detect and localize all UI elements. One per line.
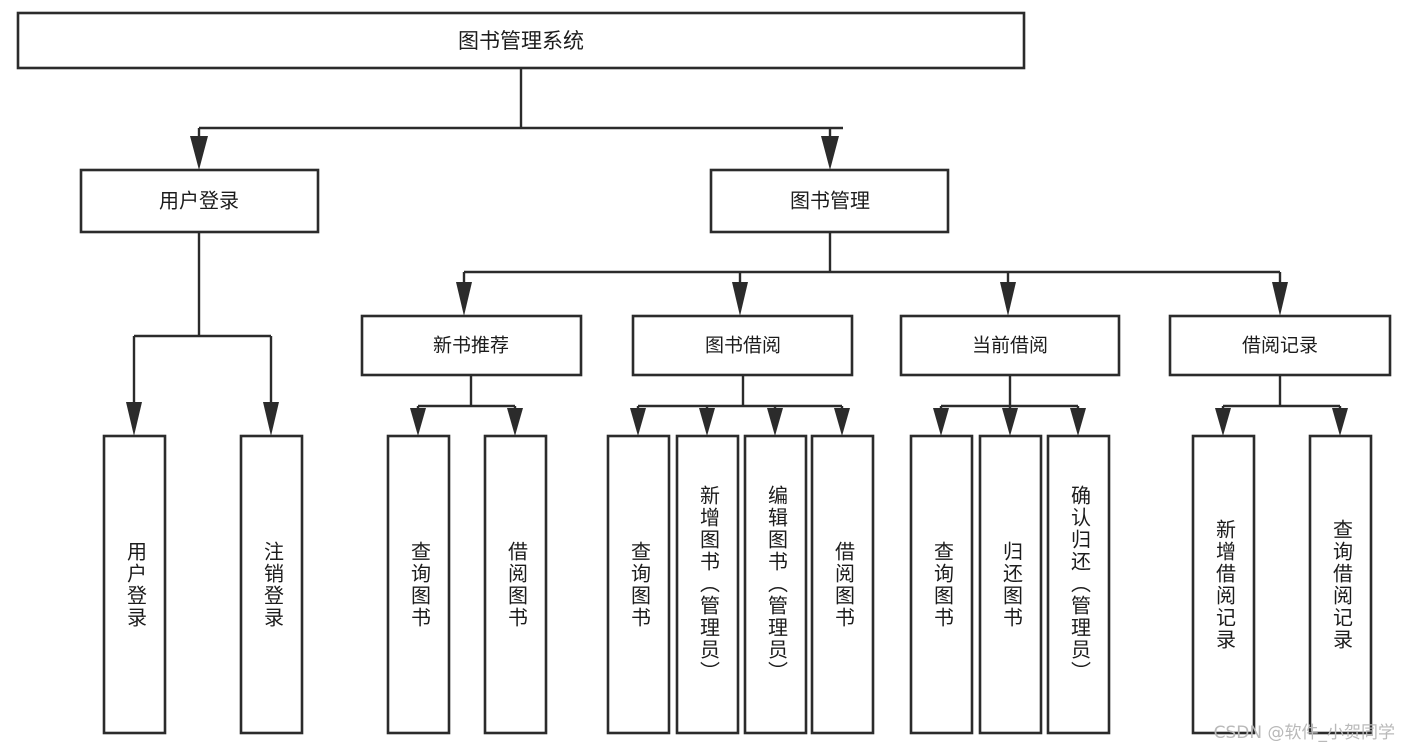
- node-leaf-add-record[interactable]: 新增借阅记录: [1191, 434, 1256, 735]
- arrowhead-borrow-record: [1272, 282, 1288, 316]
- node-borrow-record-box[interactable]: [1168, 314, 1392, 377]
- node-leaf-query-book-3-box[interactable]: [909, 434, 974, 735]
- node-book-management-box[interactable]: [709, 168, 950, 234]
- node-leaf-borrow-book-1-box[interactable]: [483, 434, 548, 735]
- node-borrow-record-label: 借阅记录: [1242, 335, 1318, 357]
- node-leaf-add-book-box[interactable]: [675, 434, 740, 735]
- node-leaf-query-book-2-label: 查询图书: [628, 541, 652, 629]
- connector-group-borrow-record: [1215, 375, 1348, 436]
- node-book-borrow[interactable]: 图书借阅: [631, 314, 854, 377]
- node-leaf-user-login-box[interactable]: [102, 434, 167, 735]
- node-leaf-add-book-label: 新增图书（管理员）: [697, 485, 721, 683]
- node-user-login-box[interactable]: [79, 168, 320, 234]
- node-leaf-logout-login-box[interactable]: [239, 434, 304, 735]
- arrowhead-current-borrow: [1000, 282, 1016, 316]
- node-leaf-borrow-book-2[interactable]: 借阅图书: [810, 434, 875, 735]
- node-user-login-label: 用户登录: [159, 189, 239, 213]
- arrowhead-leaf-add-record: [1215, 408, 1231, 436]
- node-leaf-query-book-1[interactable]: 查询图书: [386, 434, 451, 735]
- node-leaf-query-book-1-label: 查询图书: [408, 541, 432, 629]
- node-borrow-record[interactable]: 借阅记录: [1168, 314, 1392, 377]
- connector-group-root: [190, 68, 843, 170]
- node-leaf-query-record[interactable]: 查询借阅记录: [1308, 434, 1373, 735]
- node-book-management[interactable]: 图书管理: [709, 168, 950, 234]
- connector-group-new-book-recommend: [410, 375, 523, 436]
- node-leaf-edit-book-box[interactable]: [743, 434, 808, 735]
- node-leaf-query-book-3[interactable]: 查询图书: [909, 434, 974, 735]
- connector-group-user-login: [126, 232, 279, 436]
- arrowhead-leaf-borrow-book-1: [507, 408, 523, 436]
- node-leaf-borrow-book-1-label: 借阅图书: [505, 541, 529, 629]
- arrowhead-new-book-recommend: [456, 282, 472, 316]
- node-root-label: 图书管理系统: [458, 29, 584, 53]
- node-book-borrow-box[interactable]: [631, 314, 854, 377]
- arrowhead-leaf-query-book-1: [410, 408, 426, 436]
- node-leaf-return-book-box[interactable]: [978, 434, 1043, 735]
- node-current-borrow-box[interactable]: [899, 314, 1121, 377]
- node-leaf-borrow-book-2-label: 借阅图书: [832, 541, 856, 629]
- node-leaf-logout-login-label: 注销登录: [261, 541, 285, 629]
- node-leaf-user-login-label: 用户登录: [124, 541, 148, 629]
- node-user-login[interactable]: 用户登录: [79, 168, 320, 234]
- arrowhead-leaf-query-book-2: [630, 408, 646, 436]
- arrowhead-leaf-add-book: [699, 408, 715, 436]
- node-book-borrow-label: 图书借阅: [705, 335, 781, 357]
- node-leaf-edit-book-label: 编辑图书（管理员）: [765, 485, 789, 683]
- node-leaf-add-record-label: 新增借阅记录: [1213, 519, 1237, 651]
- connector-group-current-borrow: [933, 375, 1086, 436]
- node-current-borrow-label: 当前借阅: [972, 335, 1048, 357]
- arrowhead-book-mgmt: [821, 136, 839, 170]
- node-leaf-query-record-box[interactable]: [1308, 434, 1373, 735]
- node-leaf-query-book-3-label: 查询图书: [931, 541, 955, 629]
- arrowhead-leaf-user-login: [126, 402, 142, 436]
- node-leaf-edit-book[interactable]: 编辑图书（管理员）: [743, 434, 808, 735]
- node-leaf-confirm-return-box[interactable]: [1046, 434, 1111, 735]
- node-new-book-recommend-label: 新书推荐: [433, 335, 509, 357]
- node-leaf-confirm-return-label: 确认归还（管理员）: [1068, 485, 1092, 683]
- node-leaf-query-record-label: 查询借阅记录: [1330, 519, 1354, 651]
- node-leaf-borrow-book-2-box[interactable]: [810, 434, 875, 735]
- node-leaf-query-book-2[interactable]: 查询图书: [606, 434, 671, 735]
- arrowhead-leaf-edit-book: [767, 408, 783, 436]
- node-leaf-return-book[interactable]: 归还图书: [978, 434, 1043, 735]
- node-book-management-label: 图书管理: [790, 189, 870, 213]
- connector-group-book-management: [456, 232, 1288, 316]
- arrowhead-leaf-logout-login: [263, 402, 279, 436]
- arrowhead-user-login: [190, 136, 208, 170]
- node-root-box[interactable]: [16, 11, 1026, 70]
- arrowhead-leaf-query-record: [1332, 408, 1348, 436]
- node-leaf-return-book-label: 归还图书: [1000, 541, 1024, 629]
- node-leaf-logout-login[interactable]: 注销登录: [239, 434, 304, 735]
- node-leaf-query-book-2-box[interactable]: [606, 434, 671, 735]
- node-new-book-recommend[interactable]: 新书推荐: [360, 314, 583, 377]
- node-leaf-query-book-1-box[interactable]: [386, 434, 451, 735]
- arrowhead-leaf-confirm-return: [1070, 408, 1086, 436]
- node-leaf-confirm-return[interactable]: 确认归还（管理员）: [1046, 434, 1111, 735]
- csdn-watermark: CSDN @软件_小贺同学: [1213, 723, 1395, 743]
- node-current-borrow[interactable]: 当前借阅: [899, 314, 1121, 377]
- node-new-book-recommend-box[interactable]: [360, 314, 583, 377]
- node-leaf-borrow-book-1[interactable]: 借阅图书: [483, 434, 548, 735]
- node-leaf-add-book[interactable]: 新增图书（管理员）: [675, 434, 740, 735]
- arrowhead-leaf-borrow-book-2: [834, 408, 850, 436]
- connector-group-book-borrow: [630, 375, 850, 436]
- node-leaf-add-record-box[interactable]: [1191, 434, 1256, 735]
- arrowhead-leaf-query-book-3: [933, 408, 949, 436]
- arrowhead-leaf-return-book: [1002, 408, 1018, 436]
- node-root[interactable]: 图书管理系统: [16, 11, 1026, 70]
- node-leaf-user-login[interactable]: 用户登录: [102, 434, 167, 735]
- arrowhead-book-borrow: [732, 282, 748, 316]
